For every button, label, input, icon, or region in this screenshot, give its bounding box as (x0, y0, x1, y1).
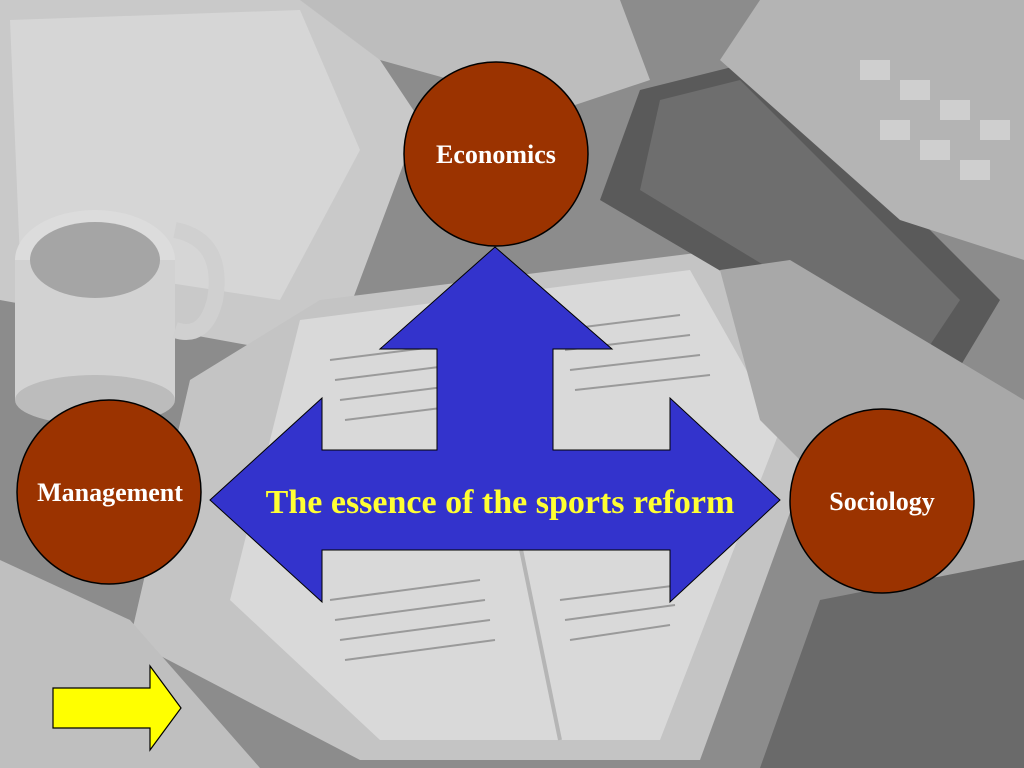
management-label: Management (37, 478, 183, 507)
economics-circle (403, 61, 589, 247)
center-label: The essence of the sports reform (265, 484, 735, 521)
sociology-label: Sociology (829, 487, 935, 516)
sociology-circle (789, 408, 975, 594)
cross-arrow-shape (209, 246, 781, 604)
next-arrow-icon[interactable] (52, 664, 182, 752)
management-circle (16, 399, 202, 585)
economics-label: Economics (436, 140, 556, 169)
